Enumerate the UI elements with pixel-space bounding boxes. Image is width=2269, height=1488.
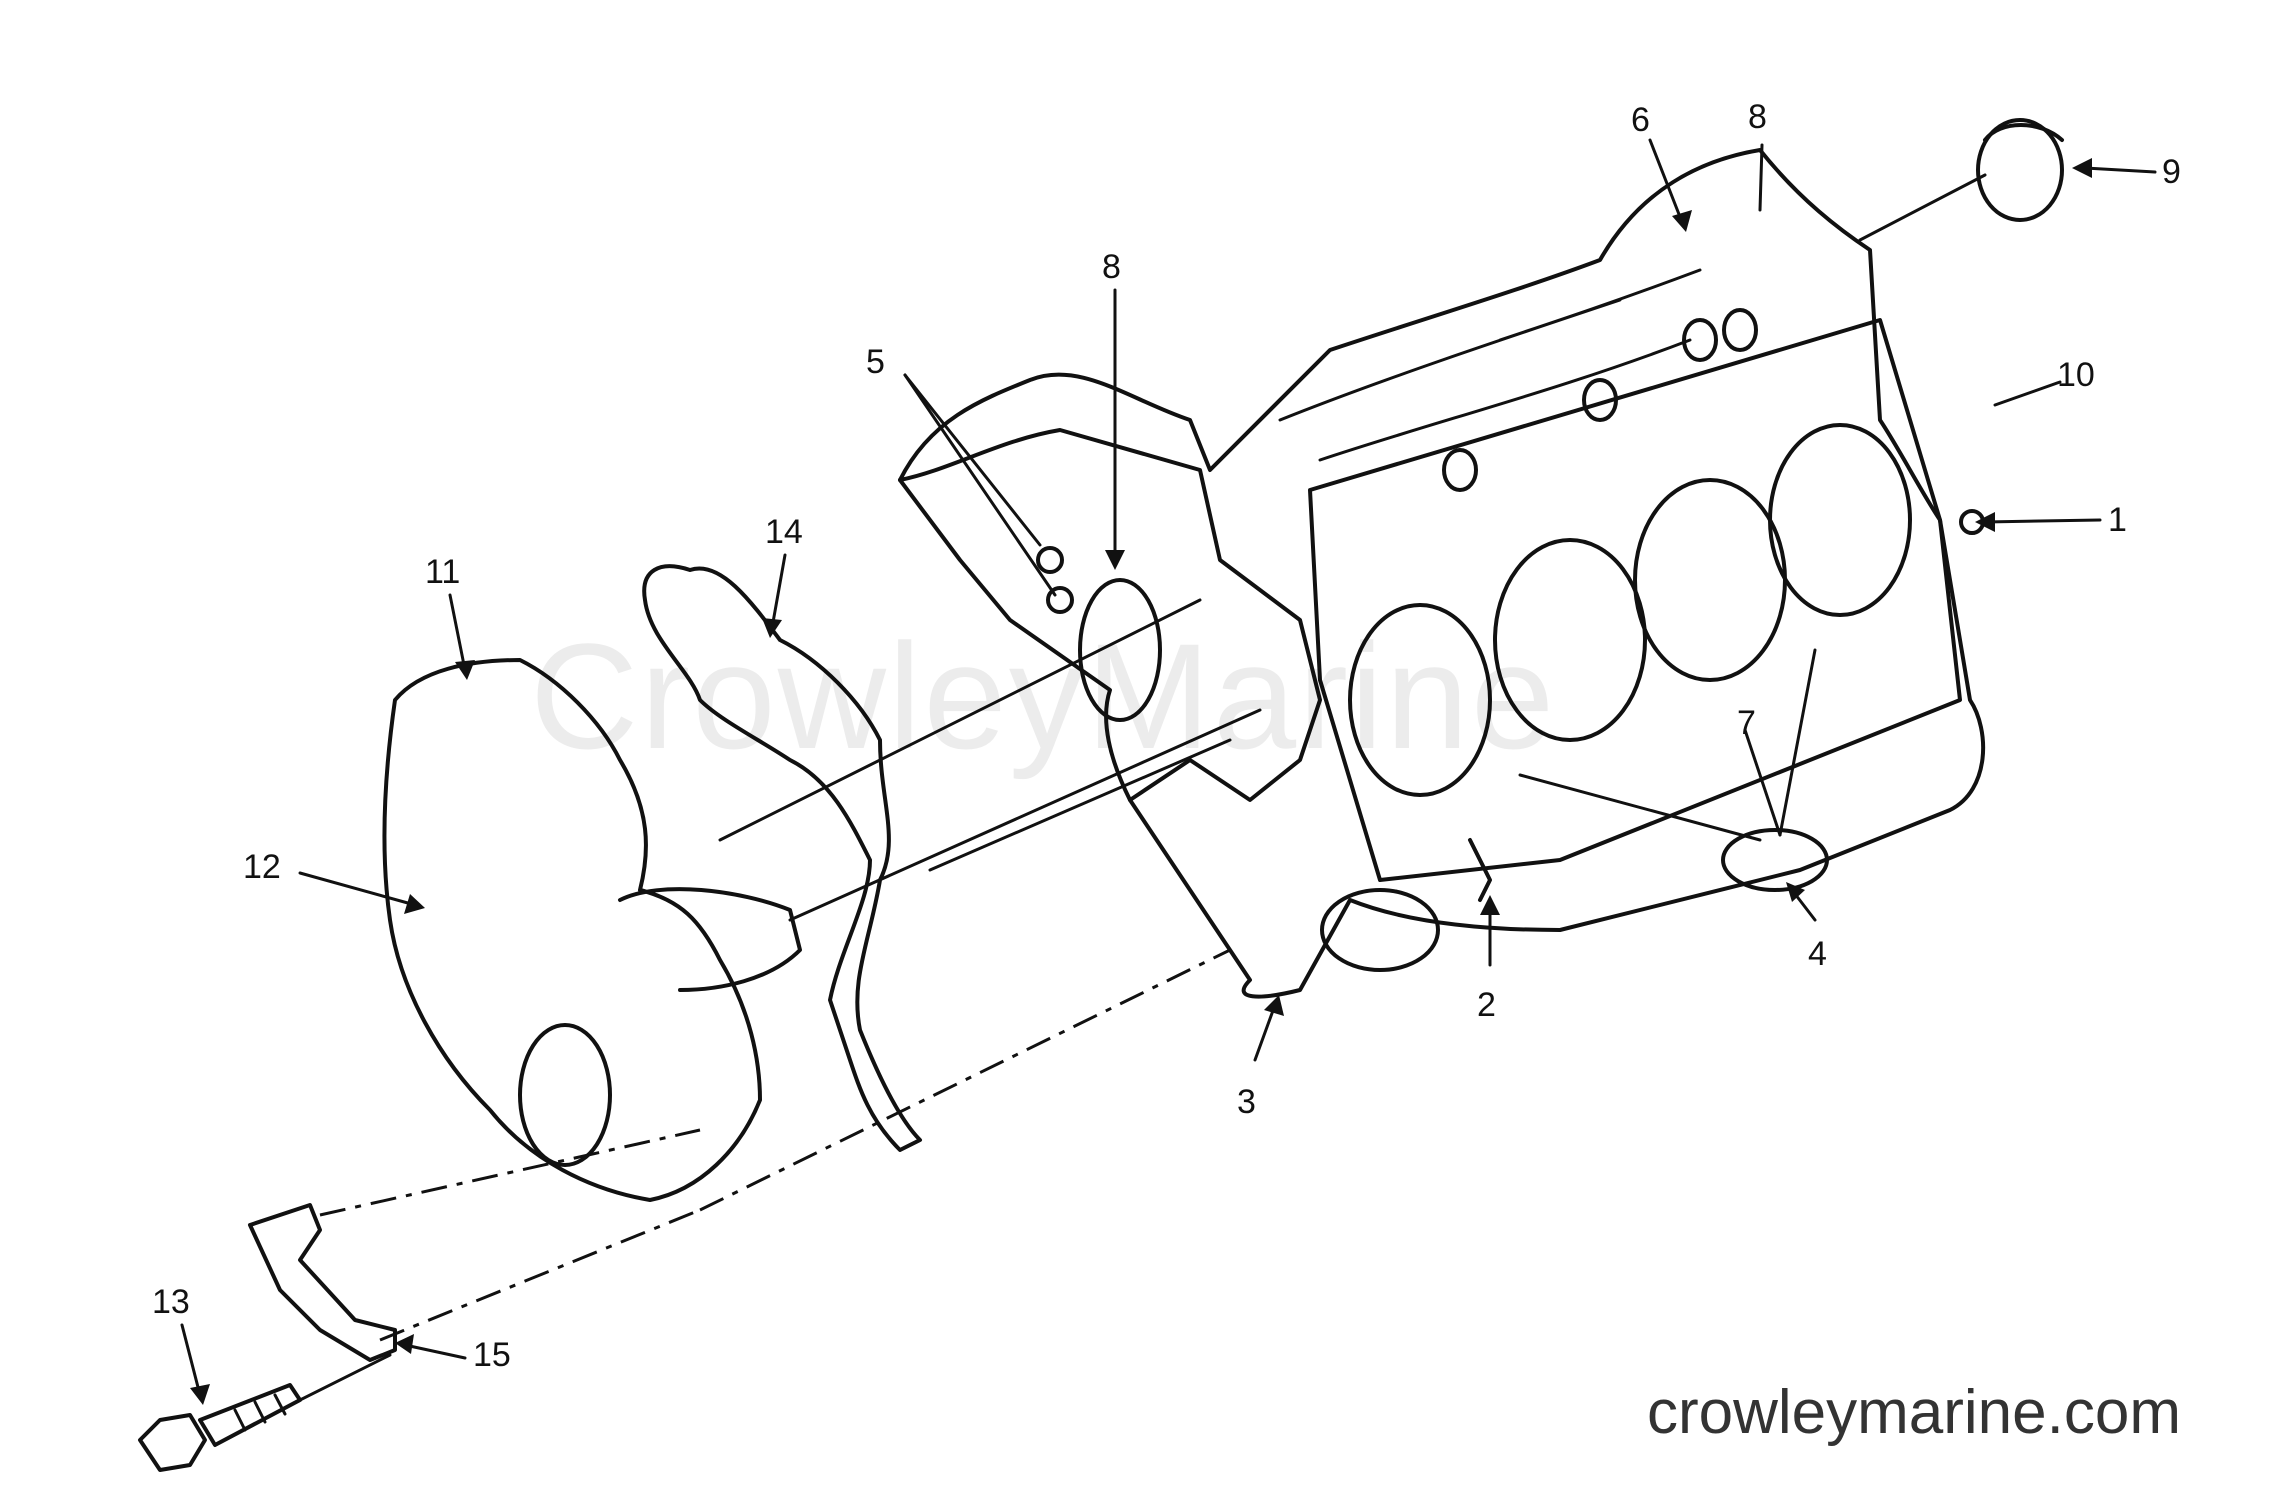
leader-lines <box>180 138 2157 1405</box>
callout-10: 10 <box>2057 356 2095 394</box>
callout-5: 5 <box>866 343 885 381</box>
callout-9: 9 <box>2162 153 2181 191</box>
callout-14: 14 <box>765 513 803 551</box>
callout-12: 12 <box>243 848 281 886</box>
callout-8-top: 8 <box>1748 98 1767 136</box>
timing-cover <box>382 658 762 1202</box>
callout-1: 1 <box>2108 501 2127 539</box>
site-url: crowleymarine.com <box>1646 1378 2181 1447</box>
callout-8-front: 8 <box>1102 248 1121 286</box>
callout-4: 4 <box>1808 935 1827 973</box>
callout-2: 2 <box>1477 986 1496 1024</box>
freeze-plug <box>1721 828 1829 892</box>
cam-bore-plug <box>1976 118 2064 222</box>
callout-3: 3 <box>1237 1083 1256 1121</box>
bracket <box>248 1203 397 1362</box>
callout-11: 11 <box>425 553 461 591</box>
callout-13: 13 <box>152 1283 190 1321</box>
watermark: CrowleyMarine <box>530 612 1557 780</box>
engine-block <box>898 148 1986 999</box>
bolt <box>138 1383 302 1472</box>
front-cover-gasket <box>642 564 922 1152</box>
callout-6: 6 <box>1631 101 1650 139</box>
callout-15: 15 <box>473 1336 511 1374</box>
callout-7: 7 <box>1737 704 1756 742</box>
